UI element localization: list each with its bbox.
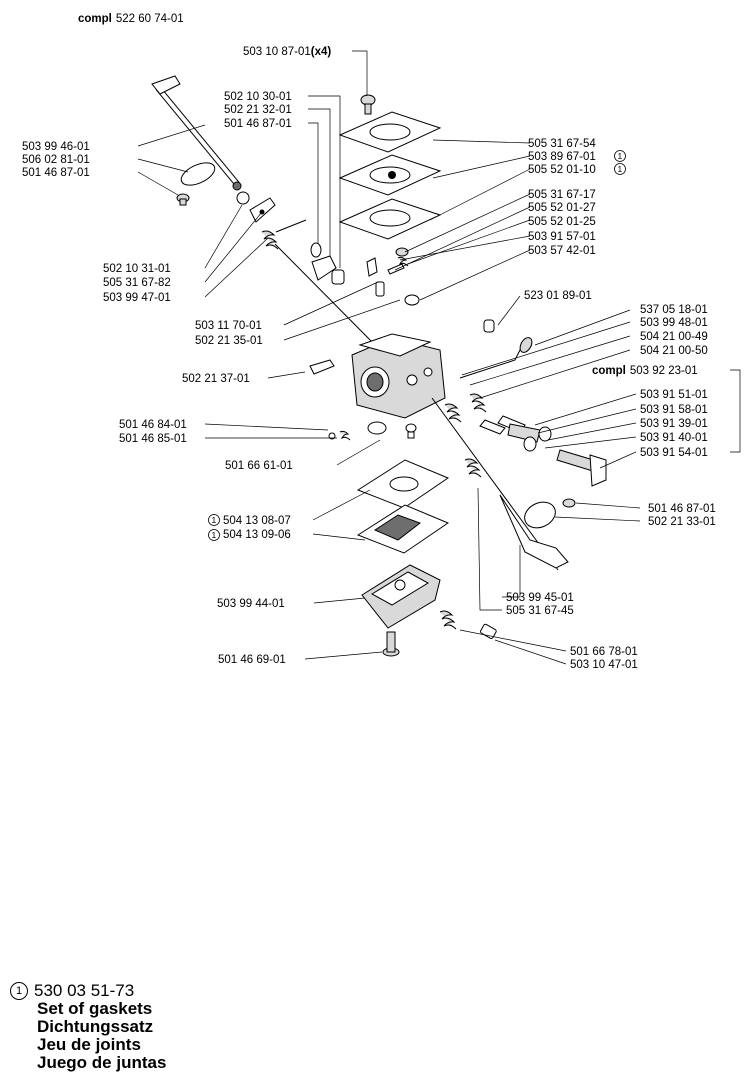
part-label: 501 46 87-01	[224, 118, 292, 130]
gasket-set-legend: 1 530 03 51-73 Set of gaskets Dichtungss…	[10, 982, 310, 1072]
gasket-set-marker	[208, 529, 220, 541]
part-label: 505 31 67-82	[103, 277, 171, 289]
cover-screw	[382, 631, 400, 657]
gasket-set-marker-text: 1	[618, 151, 623, 161]
header-number: 522 60 74-01	[116, 13, 184, 25]
metering-gasket	[356, 504, 450, 554]
pin-parts-center	[310, 242, 405, 297]
gasket-set-marker-text: 1	[212, 530, 217, 540]
part-label: 504 21 00-50	[640, 345, 708, 357]
part-label: 502 10 31-01	[103, 263, 171, 275]
part-label: 505 31 67-45	[506, 605, 574, 617]
part-label: 501 46 84-01	[119, 419, 187, 431]
part-label: 502 21 35-01	[195, 335, 263, 347]
part-label: 503 99 45-01	[506, 592, 574, 604]
header-prefix: compl	[78, 13, 112, 25]
part-label: 502 21 32-01	[224, 104, 292, 116]
part-label: 505 52 01-27	[528, 202, 596, 214]
part-label: 502 10 30-01	[224, 91, 292, 103]
part-label: 501 46 85-01	[119, 433, 187, 445]
part-label: 505 31 67-54	[528, 138, 596, 150]
throttle-lever-lower	[431, 397, 576, 571]
part-drawings	[151, 75, 607, 657]
gasket-set-marker	[208, 514, 220, 526]
part-label: 501 46 87-01	[648, 503, 716, 515]
part-labels: 503 10 87-01(x4) 502 10 30-01 502 21 32-…	[22, 46, 716, 671]
part-label: 503 91 57-01	[528, 231, 596, 243]
part-label: 501 66 78-01	[570, 646, 638, 658]
assembly-number-header: compl 522 60 74-01	[78, 13, 184, 25]
part-label: 503 99 48-01	[640, 317, 708, 329]
metering-cover	[361, 564, 497, 639]
part-label: 502 21 37-01	[182, 373, 250, 385]
part-label: 504 13 09-06	[223, 529, 291, 541]
part-label: 501 46 69-01	[218, 654, 286, 666]
gasket-set-marker-text: 1	[618, 164, 623, 174]
inlet-fitting	[459, 319, 533, 379]
part-label: 505 52 01-10	[528, 164, 596, 176]
part-label: 503 10 87-01(x4)	[243, 46, 331, 58]
adjust-springs	[444, 393, 607, 487]
choke-shaft	[151, 75, 242, 191]
pump-cover-stack	[338, 94, 442, 306]
gasket-set-marker	[614, 150, 626, 162]
carburetor-body	[351, 333, 446, 419]
small-parts-left	[309, 359, 417, 441]
legend-line-fr: Jeu de joints	[37, 1035, 141, 1054]
legend-marker: 1	[10, 982, 28, 1000]
part-label: 503 91 39-01	[640, 418, 708, 430]
legend-part-number: 530 03 51-73	[34, 981, 135, 1000]
choke-valve-disc	[180, 162, 216, 186]
part-label: 503 91 58-01	[640, 404, 708, 416]
part-label: 506 02 81-01	[22, 154, 90, 166]
part-label: 503 10 47-01	[570, 659, 638, 671]
part-label: 503 91 51-01	[640, 389, 708, 401]
leader-lines	[137, 50, 741, 665]
spring-left	[261, 219, 307, 250]
legend-line-en: Set of gaskets	[37, 999, 153, 1018]
legend-line-es: Juego de juntas	[37, 1053, 167, 1072]
screw-small-left	[176, 193, 190, 206]
part-label: 503 99 46-01	[22, 141, 90, 153]
part-label: 501 46 87-01	[22, 167, 90, 179]
gasket-set-marker-text: 1	[212, 515, 217, 525]
part-label: 503 91 54-01	[640, 447, 708, 459]
part-label: 502 21 33-01	[648, 516, 716, 528]
part-label: 503 11 70-01	[195, 320, 262, 332]
lever-left	[236, 191, 276, 223]
part-label: 503 57 42-01	[528, 245, 596, 257]
part-label: 503 89 67-01	[528, 151, 596, 163]
part-label: 503 99 44-01	[217, 598, 285, 610]
legend-header: 1 530 03 51-73	[10, 982, 310, 1000]
part-label: 504 13 08-07	[223, 515, 291, 527]
part-label: 537 05 18-01	[640, 304, 708, 316]
part-label: 505 31 67-17	[528, 189, 596, 201]
part-label: 523 01 89-01	[524, 290, 592, 302]
legend-line-de: Dichtungssatz	[37, 1017, 154, 1036]
metering-diaphragm	[356, 459, 450, 509]
part-label: 503 99 47-01	[103, 292, 171, 304]
part-label: 504 21 00-49	[640, 331, 708, 343]
part-label: 505 52 01-25	[528, 216, 596, 228]
gasket-set-marker	[614, 163, 626, 175]
part-label: 503 91 40-01	[640, 432, 708, 444]
part-label: 501 66 61-01	[225, 460, 293, 472]
